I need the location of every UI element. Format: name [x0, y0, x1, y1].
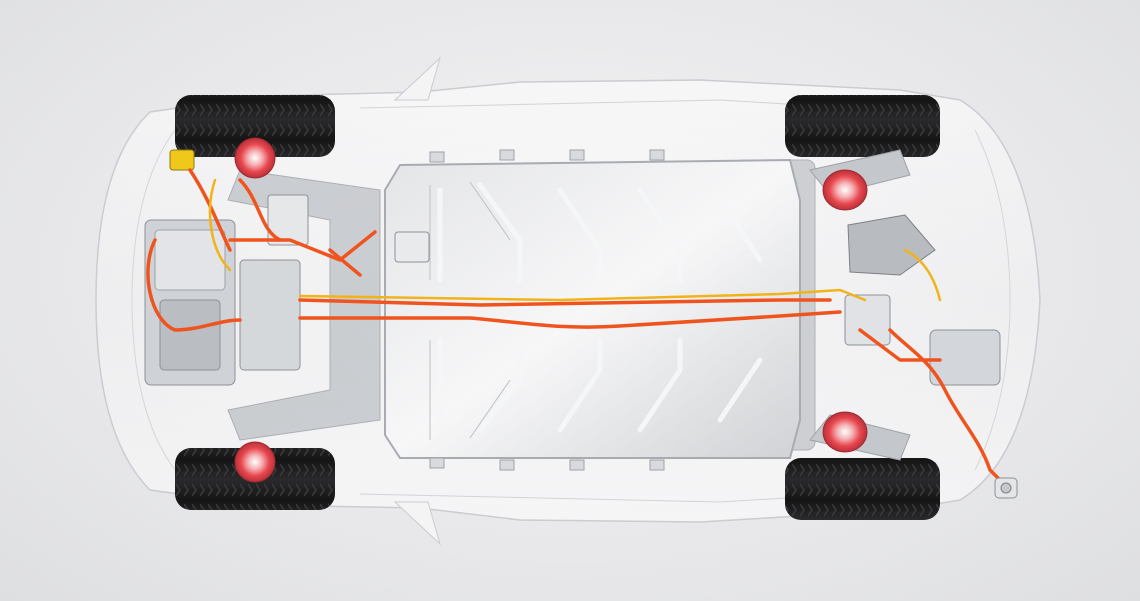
- charging-port-icon: [994, 477, 1018, 499]
- left-mirror: [393, 56, 441, 101]
- lv-cable: [208, 178, 942, 302]
- battery-pack-icon: [384, 149, 801, 471]
- hv-cable: [146, 168, 1002, 482]
- motor-icon: [144, 149, 309, 386]
- right-mirror: [393, 501, 441, 546]
- rear-drive-unit: [844, 214, 1001, 386]
- brake-disc-icon: [234, 137, 868, 483]
